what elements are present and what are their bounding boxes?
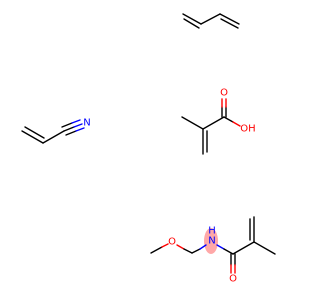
bond-o-ch2	[183, 248, 193, 254]
bond-cn-triple-a-n	[73, 123, 83, 128]
bond-c2-c3	[200, 13, 221, 25]
bond-c3-c4	[219, 13, 240, 25]
atom-label-carbonyl-oxygen: O	[220, 88, 228, 99]
atom-label-amide-hydrogen: H	[208, 226, 216, 237]
bond-ch2-n	[191, 248, 201, 254]
bond-cn-triple-b-n	[75, 127, 85, 132]
molecule-butadiene	[182, 13, 240, 29]
atom-label-ether-oxygen: O	[168, 237, 176, 248]
bond-c1-oh	[223, 116, 234, 123]
atom-label-hydroxyl: OH	[240, 124, 255, 135]
bond-c2-c1	[202, 116, 225, 130]
bond-c1-c2-double	[24, 126, 45, 139]
molecule-methacrylic-acid: O OH	[181, 88, 256, 155]
molecule-n-methoxymethyl-methacrylamide: O N H O	[150, 216, 276, 285]
bond-ch2-n-blue	[199, 244, 207, 250]
atom-label-amide-oxygen: O	[229, 274, 237, 285]
bond-n-c	[223, 248, 234, 255]
bond-methyl-o	[150, 246, 163, 254]
bond-c3-c4-double	[220, 18, 239, 29]
bond-c-calpha	[232, 241, 255, 255]
canvas-background	[0, 0, 300, 300]
bond-c1-c2-double	[183, 18, 200, 29]
atom-label-nitrogen: N	[83, 118, 90, 129]
structure-canvas: N O OH O N H	[0, 0, 300, 300]
bond-cn-triple-b	[65, 130, 77, 136]
bond-n-c-blue	[216, 244, 225, 250]
bond-methyl-c2	[181, 116, 204, 130]
bond-methyl-o-red	[161, 243, 169, 248]
bond-cn-triple-c	[61, 122, 73, 128]
bond-cn-triple-c-n	[71, 119, 81, 124]
bond-calpha-methyl	[253, 241, 276, 255]
molecule-acrylonitrile: N	[21, 118, 91, 144]
bond-c1-oh-red	[232, 121, 241, 127]
bond-o-ch2-red	[176, 244, 185, 250]
bond-cn-triple-a	[63, 126, 75, 132]
bond-c1-c2	[21, 130, 44, 144]
bond-c1-c2	[182, 13, 202, 25]
atom-label-amide-nitrogen: N	[208, 236, 215, 247]
atom-highlight-nitrogen	[204, 228, 218, 254]
bond-c2-c3	[42, 130, 65, 144]
